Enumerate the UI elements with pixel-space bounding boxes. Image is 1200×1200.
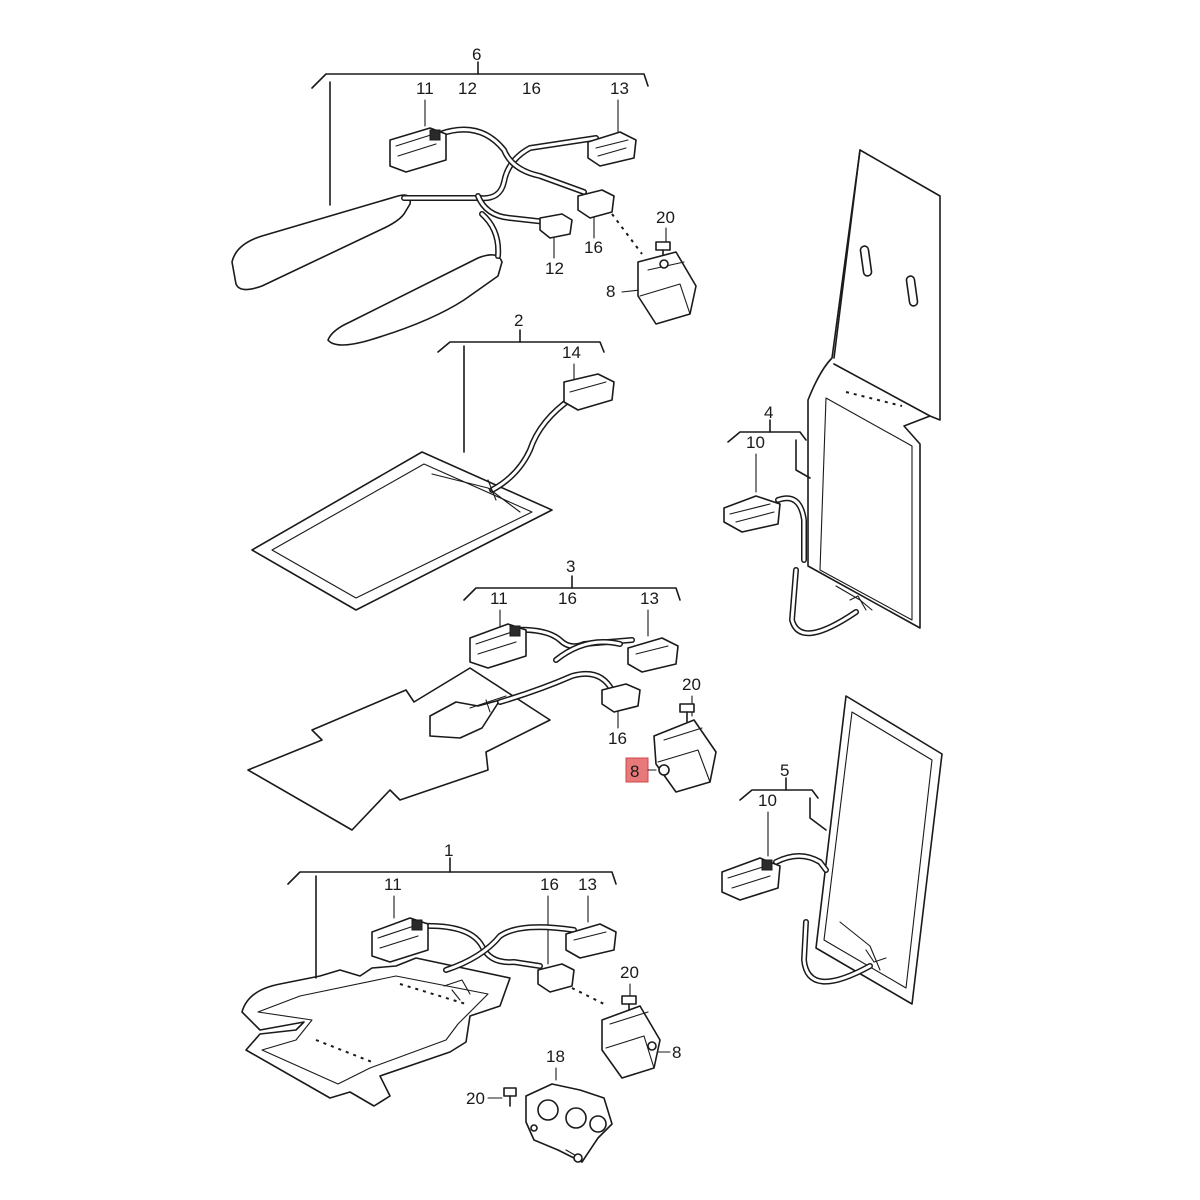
label-5: 5 — [780, 761, 789, 780]
assembly-1: 1 11 16 13 20 8 18 20 — [241, 841, 681, 1163]
label-5-10: 10 — [758, 791, 777, 810]
label-4: 4 — [764, 403, 773, 422]
connector-13-icon — [587, 131, 637, 167]
label-6: 6 — [472, 45, 481, 64]
connector-12-icon — [539, 213, 573, 239]
connector-11-icon — [389, 127, 447, 173]
label-6-11: 11 — [416, 79, 434, 98]
label-1-8: 8 — [672, 1043, 681, 1062]
label-1-11: 11 — [384, 875, 402, 894]
label-6-20: 20 — [656, 208, 675, 227]
label-4-10: 10 — [746, 433, 765, 452]
control-unit-8-icon — [637, 251, 697, 325]
label-2-14: 14 — [562, 343, 581, 362]
assembly-4: 4 10 — [723, 149, 941, 637]
label-3-13: 13 — [640, 589, 659, 608]
label-6-12b: 12 — [545, 259, 564, 278]
assembly-3: 3 11 16 13 20 16 — [247, 557, 717, 831]
connector-3-13-icon — [627, 637, 679, 673]
connector-1-13-icon — [565, 923, 617, 959]
label-3-20: 20 — [682, 675, 701, 694]
bracket-18-icon — [525, 1083, 613, 1163]
label-6-12: 12 — [458, 79, 477, 98]
label-1-20: 20 — [620, 963, 639, 982]
assembly-5: 5 10 — [721, 695, 943, 1005]
connector-16-icon — [577, 189, 615, 219]
label-6-16: 16 — [522, 79, 541, 98]
label-1-13: 13 — [578, 875, 597, 894]
label-1-20b: 20 — [466, 1089, 485, 1108]
assembly-6: 6 11 12 16 13 16 12 20 8 — [231, 45, 697, 346]
connector-1-16-icon — [537, 963, 575, 993]
label-3: 3 — [566, 557, 575, 576]
screw-1-20b-icon — [503, 1087, 517, 1107]
label-3-16b: 16 — [608, 729, 627, 748]
connector-3-16-icon — [601, 683, 641, 713]
label-1: 1 — [444, 841, 453, 860]
label-1-16: 16 — [540, 875, 559, 894]
label-3-11: 11 — [490, 589, 508, 608]
connector-3-11-icon — [469, 623, 527, 669]
label-3-8: 8 — [630, 762, 639, 781]
screw-3-20-icon — [679, 703, 695, 723]
connector-1-11-icon — [371, 917, 429, 963]
control-unit-3-8-icon — [653, 719, 717, 793]
connector-5-10-icon — [721, 857, 781, 901]
label-2: 2 — [514, 311, 523, 330]
control-unit-1-8-icon — [601, 1005, 661, 1079]
assembly-2: 2 14 — [251, 311, 615, 611]
connector-14-icon — [563, 373, 615, 411]
label-6-13: 13 — [610, 79, 629, 98]
label-6-8: 8 — [606, 282, 615, 301]
label-3-16: 16 — [558, 589, 577, 608]
label-6-16b: 16 — [584, 238, 603, 257]
label-1-18: 18 — [546, 1047, 565, 1066]
connector-10-icon — [723, 495, 781, 533]
